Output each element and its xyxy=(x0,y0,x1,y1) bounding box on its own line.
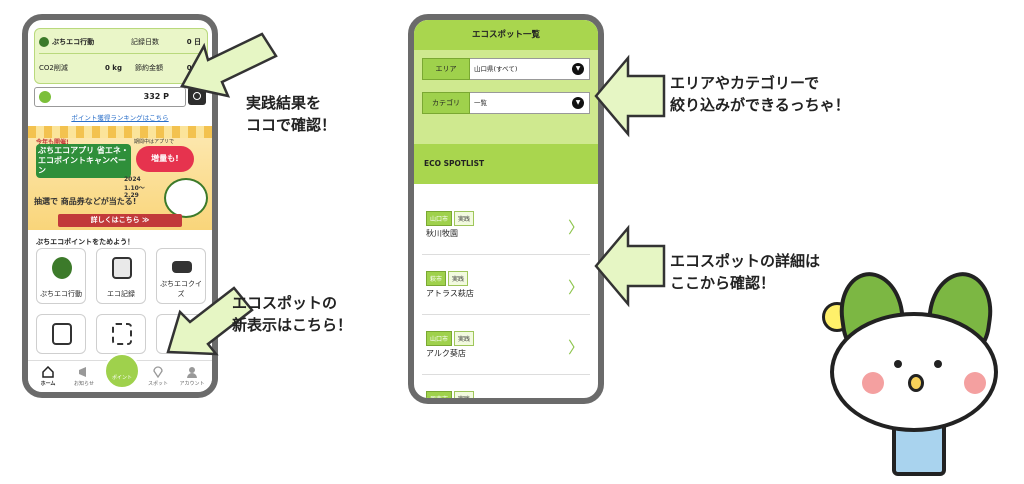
list-header: ECO SPOTLIST xyxy=(414,144,598,184)
tab-home[interactable]: ホーム xyxy=(30,361,66,392)
mascot-cheek-left xyxy=(862,372,884,394)
mascot-eye-right xyxy=(934,360,942,368)
arrow-to-list xyxy=(594,224,666,308)
section-title: ぷちエコポイントをためよう！ xyxy=(36,238,135,246)
record-days-label: 記録日数 xyxy=(131,38,159,46)
tile-label: ぷちエコクイズ xyxy=(159,280,203,298)
area-select-value: 山口県(すべて) xyxy=(474,65,518,73)
area-tag: 周南市 xyxy=(426,391,453,398)
tile-eco-record[interactable]: エコ記録 xyxy=(96,248,146,304)
banner-dates: 2024 1.10〜 2.29 xyxy=(124,176,145,199)
list-item[interactable]: 萩市実践 アトラス萩店 〉 xyxy=(422,258,590,315)
chevron-down-icon: ▼ xyxy=(572,63,584,75)
tab-account[interactable]: アカウント xyxy=(174,361,210,392)
banner-note: 期間中はアプリで xyxy=(134,139,175,145)
area-select[interactable]: 山口県(すべて) ▼ xyxy=(470,58,590,80)
record-days-value: 0 日 xyxy=(186,38,201,46)
points-value: 332 P xyxy=(143,92,169,101)
tile-petit-eco-action[interactable]: ぷちエコ行動 xyxy=(36,248,86,304)
co2-value: 0 kg xyxy=(105,64,122,72)
area-tag: 山口市 xyxy=(426,211,453,226)
callout-eco-spot: エコスポットの新表示はこちら！ xyxy=(232,294,353,334)
points-icon xyxy=(39,91,51,103)
category-filter[interactable]: カテゴリ 一覧 ▼ xyxy=(422,92,590,114)
right-phone-screen: エコスポット一覧 エリア 山口県(すべて) ▼ カテゴリ 一覧 ▼ ECO SP… xyxy=(408,14,604,404)
chevron-right-icon: 〉 xyxy=(567,338,584,357)
co2-label: CO2削減 xyxy=(39,64,68,72)
category-filter-label: カテゴリ xyxy=(422,92,470,114)
frog-icon xyxy=(39,37,49,47)
area-tag: 山口市 xyxy=(426,331,453,346)
person-icon xyxy=(187,367,197,378)
category-tag: 実践 xyxy=(454,331,475,346)
chevron-right-icon: 〉 xyxy=(567,218,584,237)
activity-label: ぷちエコ行動 xyxy=(52,38,95,46)
list-item[interactable]: 周南市実践 xyxy=(422,378,590,398)
frog-icon xyxy=(52,257,72,279)
tab-bar: ホーム お知らせ ポイント スポット アカウント xyxy=(28,353,212,392)
category-tag: 実践 xyxy=(454,391,475,398)
video-icon xyxy=(52,323,72,345)
coin-icon xyxy=(193,92,201,100)
callout-result: 実践結果をココで確認！ xyxy=(246,94,337,134)
banner-detail-button[interactable]: 詳しくはこちら ≫ xyxy=(58,214,182,227)
tile-video[interactable] xyxy=(36,314,86,354)
points-display: 332 P xyxy=(34,87,186,107)
campaign-banner[interactable]: 今年も開催! ぷちエコアプリ 省エネ・エコポイントキャンペーン 期間中はアプリで… xyxy=(28,126,212,230)
savings-label: 節約金額 xyxy=(135,64,163,72)
sprout-icon xyxy=(112,257,132,279)
arrow-to-spot-tab xyxy=(166,286,254,356)
tab-points[interactable]: ポイント xyxy=(104,353,140,389)
tile-label: ぷちエコ行動 xyxy=(39,290,83,298)
arrow-to-points xyxy=(180,32,278,98)
screen-header: エコスポット一覧 xyxy=(414,20,598,50)
pin-icon xyxy=(153,366,163,378)
spot-name: 秋川牧園 xyxy=(426,229,458,238)
category-tag: 実践 xyxy=(454,211,475,226)
graduation-cap-icon xyxy=(172,261,192,273)
home-icon xyxy=(42,366,54,378)
category-select-value: 一覧 xyxy=(474,99,487,107)
tile-eco-quiz[interactable]: ぷちエコクイズ xyxy=(156,248,206,304)
chevron-right-icon: 〉 xyxy=(567,278,584,297)
mascot-beak xyxy=(908,374,924,392)
callout-detail: エコスポットの詳細はここから確認！ xyxy=(670,252,821,292)
banner-title: ぷちエコアプリ 省エネ・エコポイントキャンペーン xyxy=(36,144,131,178)
category-tag: 実践 xyxy=(448,271,469,286)
megaphone-icon xyxy=(79,367,86,377)
area-filter[interactable]: エリア 山口県(すべて) ▼ xyxy=(422,58,590,80)
banner-badge-top: 今年も開催! xyxy=(36,139,69,146)
stats-panel: ぷちエコ行動 記録日数 0 日 CO2削減 0 kg 節約金額 0 円 xyxy=(34,28,208,84)
list-item[interactable]: 山口市実践 秋川牧園 〉 xyxy=(422,198,590,255)
spot-name: アトラス萩店 xyxy=(426,289,474,298)
banner-stripe xyxy=(28,126,212,138)
mascot-icon xyxy=(164,178,208,218)
spot-name: アルク葵店 xyxy=(426,349,466,358)
arrow-to-filters xyxy=(594,54,666,138)
mascot-cheek-right xyxy=(964,372,986,394)
filter-panel: エリア 山口県(すべて) ▼ カテゴリ 一覧 ▼ xyxy=(414,50,598,144)
banner-badge: 増量も! xyxy=(136,146,194,172)
list-item[interactable]: 山口市実践 アルク葵店 〉 xyxy=(422,318,590,375)
tile-label: エコ記録 xyxy=(107,290,135,298)
chevron-down-icon: ▼ xyxy=(572,97,584,109)
area-filter-label: エリア xyxy=(422,58,470,80)
tab-news[interactable]: お知らせ xyxy=(66,361,102,392)
party-icon xyxy=(112,323,132,345)
callout-filter: エリアやカテゴリーで絞り込みができるっちゃ！ xyxy=(670,74,850,114)
ranking-link[interactable]: ポイント獲得ランキングはこちら xyxy=(71,114,169,122)
tab-spot[interactable]: スポット xyxy=(140,361,176,392)
category-select[interactable]: 一覧 ▼ xyxy=(470,92,590,114)
area-tag: 萩市 xyxy=(426,271,447,286)
mascot-eye-left xyxy=(894,360,902,368)
banner-sub: 抽選で 商品券などが当たる! xyxy=(34,197,137,206)
